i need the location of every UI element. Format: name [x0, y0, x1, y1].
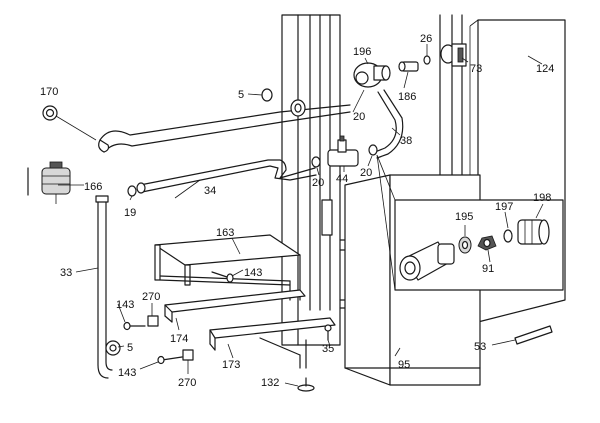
label-124: 124 [536, 63, 554, 75]
label-173: 173 [222, 359, 240, 371]
label-170: 170 [40, 86, 58, 98]
label-198: 198 [533, 192, 551, 204]
label-35: 35 [322, 343, 334, 355]
label-91: 91 [482, 263, 494, 275]
label-163: 163 [216, 227, 234, 239]
label-166: 166 [84, 181, 102, 193]
valve-44 [311, 135, 378, 168]
part-labels: 170 166 19 34 33 5 5 20 20 20 44 196 26 … [40, 33, 554, 389]
bolt-143-lower [157, 355, 183, 365]
upright-block [321, 199, 333, 236]
label-196: 196 [353, 46, 371, 58]
label-5-lower: 5 [127, 342, 133, 354]
label-44: 44 [336, 173, 348, 185]
label-5-upper: 5 [238, 89, 244, 101]
label-143-middle: 143 [116, 299, 134, 311]
base-frame-163 [154, 234, 301, 301]
label-195: 195 [455, 211, 473, 223]
label-20-upper: 20 [353, 111, 365, 123]
label-33: 33 [60, 267, 72, 279]
foot-132 [297, 377, 315, 392]
clip-270-lower [182, 349, 194, 361]
pipe-38 [374, 89, 404, 159]
label-73: 73 [470, 63, 482, 75]
label-20-right: 20 [360, 167, 372, 179]
leader-lines [58, 44, 544, 387]
label-143-upper: 143 [244, 267, 262, 279]
handle-53 [514, 325, 553, 345]
label-26: 26 [420, 33, 432, 45]
label-174: 174 [170, 333, 188, 345]
label-34: 34 [204, 185, 216, 197]
washer-26 [423, 55, 431, 65]
label-38: 38 [400, 135, 412, 147]
screw-35 [324, 324, 332, 341]
bolt-143-middle [123, 321, 146, 331]
label-270-upper: 270 [142, 291, 160, 303]
label-53: 53 [474, 341, 486, 353]
filter-166 [27, 161, 71, 204]
tee-fitting-196 [353, 62, 391, 88]
detail-inset [376, 154, 564, 291]
label-19: 19 [124, 207, 136, 219]
bolt-143-upper [211, 271, 234, 283]
label-95: 95 [398, 359, 410, 371]
label-270-lower: 270 [178, 377, 196, 389]
fitting-5-lower [105, 340, 121, 356]
label-132: 132 [261, 377, 279, 389]
washer-19 [127, 185, 137, 197]
fitting-5-upper [261, 88, 306, 117]
rail-173 [209, 317, 336, 369]
label-186: 186 [398, 91, 416, 103]
rail-174 [164, 289, 306, 323]
clip-270-upper [147, 315, 159, 327]
pipe-34 [136, 159, 317, 194]
label-197: 197 [495, 201, 513, 213]
label-20-left: 20 [312, 177, 324, 189]
fitting-73 [440, 43, 467, 67]
ring-170 [42, 105, 97, 141]
label-143-lower: 143 [118, 367, 136, 379]
fitting-186 [398, 61, 419, 72]
pipe-33 [95, 195, 113, 379]
pipe-upper [98, 104, 351, 153]
